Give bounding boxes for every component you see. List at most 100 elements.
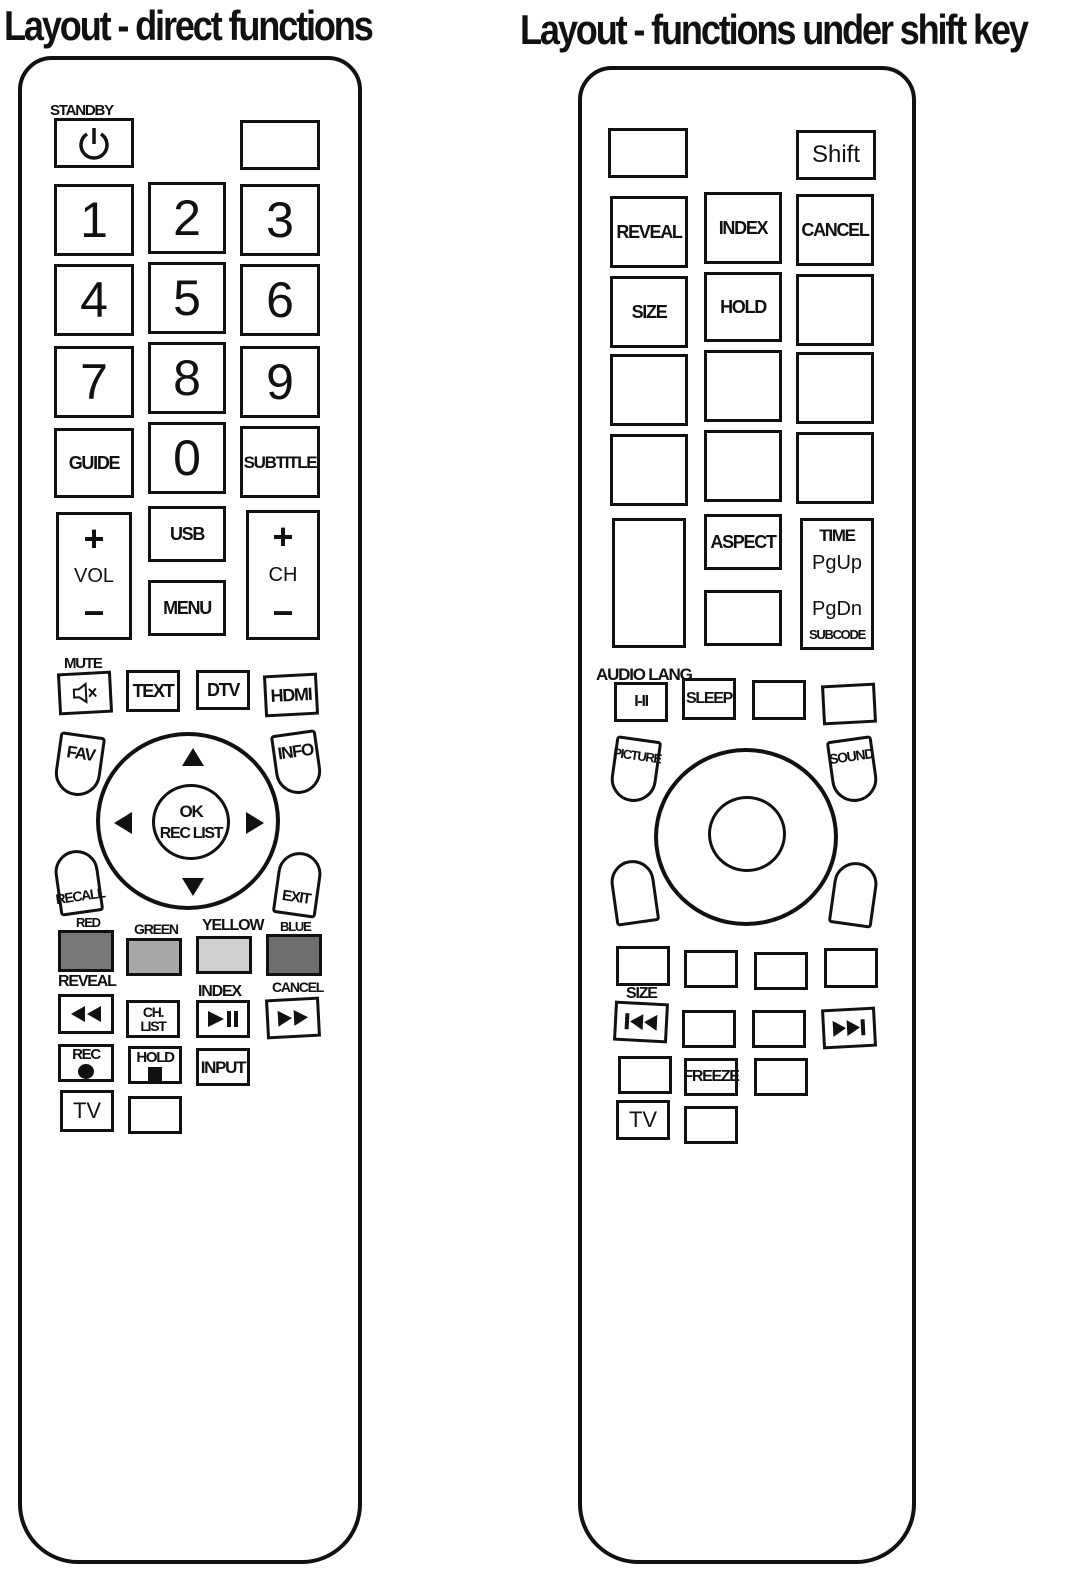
- arrow-up-icon[interactable]: [182, 748, 204, 766]
- shift-blank-blue-button[interactable]: [824, 948, 878, 988]
- hold-button[interactable]: HOLD: [128, 1046, 182, 1084]
- shift-blank-0-button[interactable]: [704, 430, 782, 502]
- red-button[interactable]: [58, 930, 114, 972]
- shift-page-rocker[interactable]: TIME PgUp PgDn SUBCODE: [800, 518, 874, 650]
- volume-rocker[interactable]: + VOL −: [56, 512, 132, 640]
- volume-up[interactable]: +: [83, 518, 105, 559]
- shift-ok-button[interactable]: [708, 796, 786, 872]
- digit-9-button[interactable]: 9: [240, 346, 320, 418]
- shift-blank-7-button[interactable]: [610, 354, 688, 426]
- ch-list-button[interactable]: CH. LIST: [126, 1000, 180, 1038]
- blue-button[interactable]: [266, 934, 322, 976]
- blank-top-button[interactable]: [240, 120, 320, 170]
- channel-label: CH: [268, 564, 298, 586]
- green-button[interactable]: [126, 938, 182, 976]
- channel-rocker[interactable]: + CH −: [246, 510, 320, 640]
- shift-blank-standby-button[interactable]: [608, 128, 688, 178]
- shift-layout-title: Layout - functions under shift key: [520, 6, 1029, 53]
- digit-7-button[interactable]: 7: [54, 346, 134, 418]
- blank-bottom-button[interactable]: [128, 1096, 182, 1134]
- shift-sleep-button[interactable]: SLEEP: [682, 678, 736, 720]
- shift-blank-bottom-button[interactable]: [684, 1106, 738, 1144]
- shift-blank-9-button[interactable]: [796, 352, 874, 424]
- digit-1-button[interactable]: 1: [54, 184, 134, 256]
- shift-blank-play-button[interactable]: [752, 1010, 806, 1048]
- ch-list-label-1: CH.: [142, 1004, 165, 1020]
- shift-blank-subtitle-button[interactable]: [796, 432, 874, 504]
- ok-label: OK: [179, 801, 204, 821]
- shift-blank-yellow-button[interactable]: [754, 952, 808, 990]
- arrow-left-icon[interactable]: [114, 812, 132, 834]
- shift-tv-button[interactable]: TV: [616, 1100, 670, 1140]
- shift-skip-back-button[interactable]: [612, 1000, 670, 1044]
- yellow-label: YELLOW: [202, 917, 264, 934]
- subtitle-button[interactable]: SUBTITLE: [240, 426, 320, 498]
- shift-blank-6-button[interactable]: [796, 274, 874, 346]
- reveal-label: REVEAL: [58, 973, 117, 990]
- text-button[interactable]: TEXT: [126, 670, 180, 712]
- shift-blank-chlist-button[interactable]: [682, 1010, 736, 1048]
- time-label: TIME: [819, 526, 856, 545]
- stop-icon: [148, 1066, 162, 1081]
- hdmi-button[interactable]: HDMI: [262, 672, 320, 718]
- shift-cancel-button[interactable]: CANCEL: [796, 194, 874, 266]
- shift-skip-forward-button[interactable]: [820, 1006, 878, 1050]
- digit-3-button[interactable]: 3: [240, 184, 320, 256]
- mute-label: MUTE: [64, 655, 103, 672]
- rewind-button[interactable]: [58, 994, 114, 1034]
- ok-button[interactable]: OK REC LIST: [152, 784, 230, 860]
- digit-8-button[interactable]: 8: [148, 342, 226, 414]
- mute-button[interactable]: [56, 670, 114, 716]
- rec-button[interactable]: REC: [58, 1044, 114, 1082]
- shift-blank-green-button[interactable]: [684, 950, 738, 988]
- channel-up[interactable]: +: [272, 516, 294, 557]
- shift-key-button[interactable]: Shift: [796, 130, 876, 180]
- shift-aspect-button[interactable]: ASPECT: [704, 514, 782, 570]
- arrow-right-icon[interactable]: [246, 812, 264, 834]
- volume-down[interactable]: −: [83, 592, 105, 633]
- play-pause-button[interactable]: [196, 1000, 250, 1038]
- shift-blank-menu-button[interactable]: [704, 590, 782, 646]
- audio-lang-label: AUDIO LANG: [596, 665, 693, 684]
- digit-5-button[interactable]: 5: [148, 262, 226, 334]
- shift-index-button[interactable]: INDEX: [704, 192, 782, 264]
- standby-button[interactable]: [54, 118, 134, 168]
- shift-blank-red-button[interactable]: [616, 946, 670, 986]
- shift-blank-vol-button[interactable]: [612, 518, 686, 648]
- rewind-icon: [71, 1006, 101, 1022]
- usb-button[interactable]: USB: [148, 506, 226, 562]
- digit-4-button[interactable]: 4: [54, 264, 134, 336]
- shift-blank-dtv-button[interactable]: [752, 680, 806, 720]
- digit-0-button[interactable]: 0: [148, 422, 226, 494]
- shift-freeze-button[interactable]: FREEZE: [683, 1058, 740, 1096]
- shift-reveal-button[interactable]: REVEAL: [610, 196, 688, 268]
- shift-size-button[interactable]: SIZE: [610, 276, 688, 348]
- shift-blank-input-button[interactable]: [754, 1058, 808, 1096]
- shift-i-ii-button[interactable]: I-II: [614, 682, 668, 722]
- fast-forward-icon: [277, 1009, 308, 1027]
- menu-button[interactable]: MENU: [148, 580, 226, 636]
- tv-button[interactable]: TV: [60, 1090, 114, 1132]
- guide-button[interactable]: GUIDE: [54, 428, 134, 498]
- shift-blank-hdmi-button[interactable]: [820, 682, 878, 726]
- input-button[interactable]: INPUT: [196, 1048, 250, 1086]
- play-pause-icon: [208, 1011, 238, 1027]
- fast-forward-button[interactable]: [264, 996, 322, 1040]
- shift-blank-guide-button[interactable]: [610, 434, 688, 506]
- shift-size-label: SIZE: [626, 985, 658, 1002]
- cancel-label: CANCEL: [272, 979, 324, 995]
- channel-down[interactable]: −: [272, 592, 294, 633]
- arrow-down-icon[interactable]: [182, 878, 204, 896]
- digit-6-button[interactable]: 6: [240, 264, 320, 336]
- shift-blank-8-button[interactable]: [704, 350, 782, 422]
- yellow-button[interactable]: [196, 936, 252, 974]
- shift-blank-rec-button[interactable]: [618, 1056, 672, 1094]
- volume-label: VOL: [73, 565, 115, 587]
- dtv-button[interactable]: DTV: [196, 670, 250, 710]
- shift-hold-button[interactable]: HOLD: [704, 272, 782, 342]
- direct-layout-title: Layout - direct functions: [4, 2, 374, 49]
- digit-2-button[interactable]: 2: [148, 182, 226, 254]
- pgdn-label[interactable]: PgDn: [811, 598, 863, 621]
- index-label: INDEX: [198, 983, 242, 1000]
- pgup-label[interactable]: PgUp: [811, 551, 863, 574]
